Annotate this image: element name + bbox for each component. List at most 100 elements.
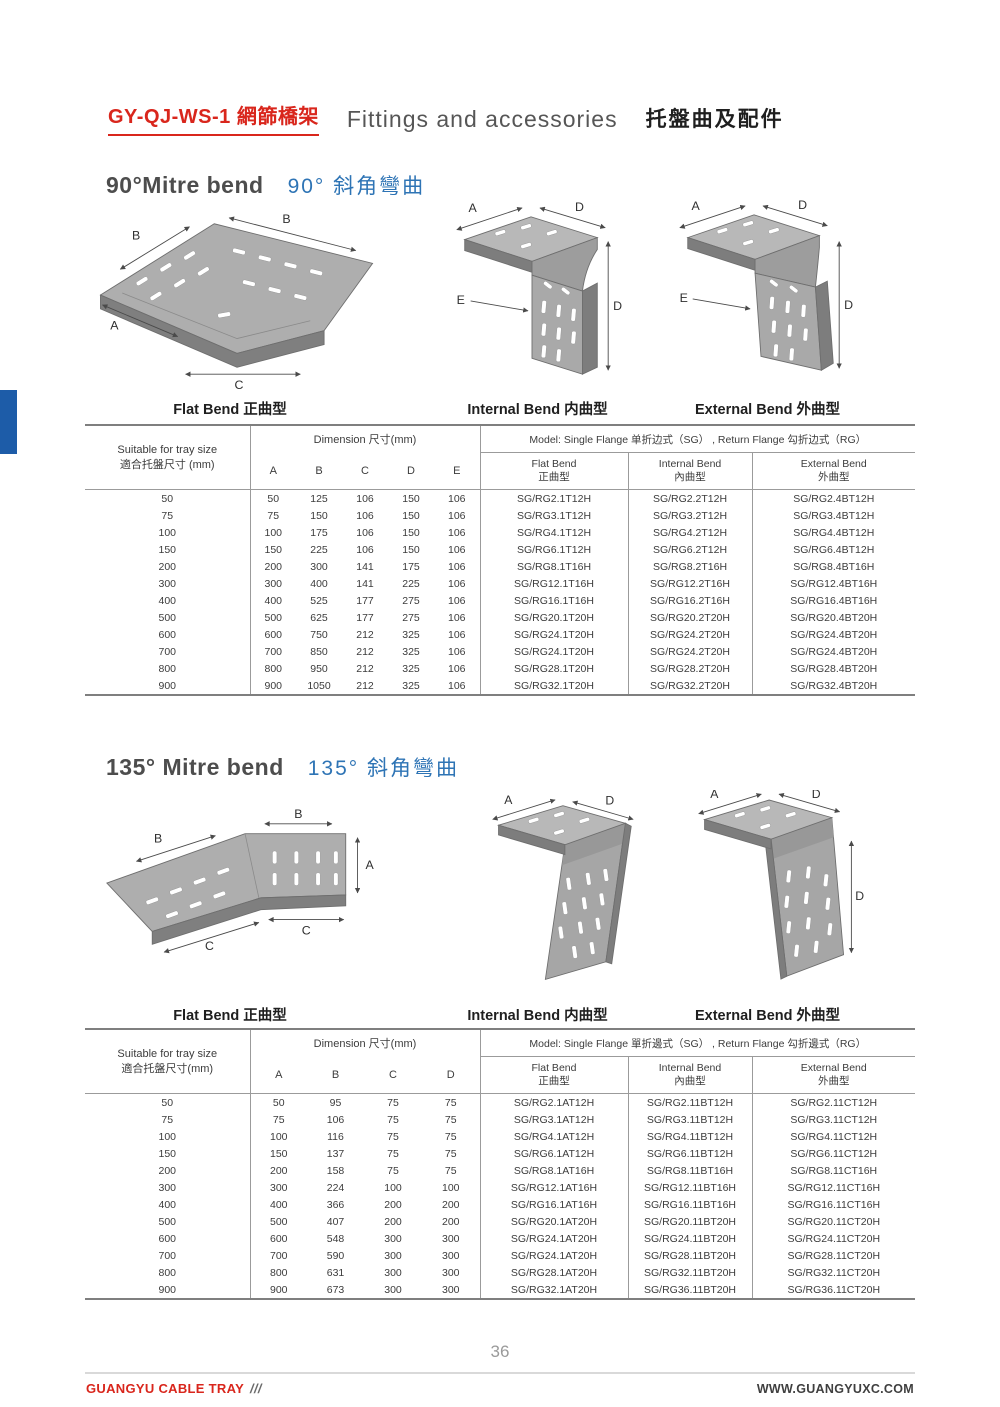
external-bend-model-cell: SG/RG12.11CT16H <box>751 1179 916 1196</box>
dim-d-cell: 325 <box>402 645 420 658</box>
dim-label-d-top: D <box>812 790 821 801</box>
model-col-internal-en: Internal Bend <box>658 458 722 470</box>
dim-a-cell: 50 <box>272 1096 285 1109</box>
dim-b-cell: 590 <box>326 1249 345 1262</box>
dim-b-cell: 548 <box>326 1232 345 1245</box>
table-row: 100 100 116 75 75 SG/RG4.1AT12H SG/RG4.1… <box>85 1128 916 1145</box>
series-code: GY-QJ-WS-1 網篩橋架 <box>108 100 319 136</box>
model-col-external: External Bend 外曲型 <box>751 1056 916 1094</box>
dim-c-cell: 75 <box>387 1164 399 1177</box>
dim-label-b1: B <box>154 832 162 846</box>
dim-d-cell: 200 <box>422 1196 481 1213</box>
dim-d-cell: 300 <box>422 1281 481 1299</box>
table-row: 900 900 1050 212 325 106 SG/RG32.1T20H S… <box>85 677 916 695</box>
perforation-slots <box>716 220 809 362</box>
dim-label-c2: C <box>302 923 311 937</box>
dim-b-cell: 1050 <box>307 679 331 692</box>
dim-b-cell: 750 <box>310 628 328 641</box>
tray-side-wall <box>814 280 834 371</box>
external-bend-model-cell: SG/RG2.11CT12H <box>751 1093 916 1111</box>
external-bend-135-illustration: A D D <box>698 790 864 980</box>
tray-size-header-en: Suitable for tray size <box>117 443 218 456</box>
tray-size-cell: 200 <box>85 558 251 575</box>
dim-e-cell: 106 <box>434 626 481 643</box>
internal-bend-135-illustration: A D <box>492 794 634 980</box>
flat-bend-model-cell: SG/RG6.1T12H <box>516 543 592 556</box>
caption-external-bend-135: External Bend 外曲型 <box>694 1008 841 1024</box>
model-col-internal: Internal Bend 內曲型 <box>627 452 753 490</box>
tray-size-cell: 75 <box>85 507 251 524</box>
table-row: 800 800 631 300 300 SG/RG28.1AT20H SG/RG… <box>85 1264 916 1281</box>
dim-e-cell: 106 <box>434 609 481 626</box>
dim-c-cell: 75 <box>387 1096 399 1109</box>
internal-bend-model-cell: SG/RG3.11BT12H <box>627 1111 752 1128</box>
dim-c-cell: 212 <box>356 662 374 675</box>
perforation-slots <box>734 805 833 958</box>
dim-c-cell: 200 <box>384 1215 402 1228</box>
perforation-slots <box>528 811 609 959</box>
flat-bend-model-cell: SG/RG32.1T20H <box>514 679 594 692</box>
dim-d-cell: 150 <box>402 492 420 505</box>
table-row: 75 75 106 75 75 SG/RG3.1AT12H SG/RG3.11B… <box>85 1111 916 1128</box>
flat-bend-model-cell: SG/RG24.1AT20H <box>510 1232 598 1245</box>
external-bend-model-cell: SG/RG28.4BT20H <box>751 660 916 677</box>
dim-a-cell: 300 <box>264 577 283 590</box>
flat-bend-model-cell: SG/RG24.1T20H <box>514 645 594 658</box>
dim-label-c: C <box>235 378 244 392</box>
spec-table-90-wrap: Suitable for tray size 適合托盤尺寸 (mm) Dimen… <box>85 424 916 696</box>
dim-c-cell: 100 <box>384 1181 402 1194</box>
dim-c-cell: 75 <box>387 1147 399 1160</box>
dim-col-a: A <box>250 1056 307 1094</box>
dimension-line <box>679 204 746 229</box>
tray-size-cell: 800 <box>85 660 251 677</box>
table-row: 600 600 548 300 300 SG/RG24.1AT20H SG/RG… <box>85 1230 916 1247</box>
model-col-flat-zh: 正曲型 <box>538 1075 570 1087</box>
page-title-zh: 托盤曲及配件 <box>645 108 784 131</box>
dim-b-cell: 125 <box>310 492 328 505</box>
external-bend-model-cell: SG/RG12.4BT16H <box>751 575 916 592</box>
dim-b-cell: 137 <box>326 1147 345 1160</box>
dimension-line <box>698 793 762 815</box>
spec-table-135-body: 50 50 95 75 75 SG/RG2.1AT12H SG/RG2.11BT… <box>85 1093 916 1299</box>
dim-e-cell: 106 <box>434 643 481 660</box>
dim-c-cell: 212 <box>356 679 374 692</box>
section-title-en: 135° Mitre bend <box>106 754 284 780</box>
tray-size-cell: 300 <box>85 575 251 592</box>
external-bend-model-cell: SG/RG32.4BT20H <box>751 677 916 695</box>
flat-bend-model-cell: SG/RG12.1AT16H <box>510 1181 598 1194</box>
dim-d-cell: 275 <box>402 611 420 624</box>
dim-a-cell: 600 <box>269 1232 288 1245</box>
flat-bend-model-cell: SG/RG8.1AT16H <box>513 1164 595 1177</box>
dim-b-cell: 158 <box>326 1164 345 1177</box>
external-bend-model-cell: SG/RG3.11CT12H <box>751 1111 916 1128</box>
dim-label-a: A <box>504 794 513 807</box>
flat-bend-model-cell: SG/RG12.1T16H <box>514 577 594 590</box>
tray-size-cell: 300 <box>85 1179 251 1196</box>
tray-side-wall <box>582 282 598 375</box>
dim-d-cell: 75 <box>422 1162 481 1179</box>
external-bend-model-cell: SG/RG8.11CT16H <box>751 1162 916 1179</box>
dim-c-cell: 212 <box>356 645 374 658</box>
table-row: 700 700 850 212 325 106 SG/RG24.1T20H SG… <box>85 643 916 660</box>
table-row: 400 400 525 177 275 106 SG/RG16.1T16H SG… <box>85 592 916 609</box>
footer-brand: GUANGYU CABLE TRAY/// <box>86 1381 262 1396</box>
dimension-line <box>572 800 634 821</box>
dim-label-d: D <box>605 794 614 808</box>
dim-a-cell: 150 <box>264 543 283 556</box>
tray-size-cell: 75 <box>85 1111 251 1128</box>
dim-b-cell: 850 <box>310 645 328 658</box>
internal-bend-model-cell: SG/RG28.11BT20H <box>627 1247 752 1264</box>
internal-bend-model-cell: SG/RG8.11BT16H <box>627 1162 752 1179</box>
dim-e-cell: 106 <box>434 575 481 592</box>
caption-flat-bend-135: Flat Bend 正曲型 <box>173 1008 287 1024</box>
flat-bend-model-cell: SG/RG24.1T20H <box>514 628 594 641</box>
dim-a-cell: 800 <box>269 1266 288 1279</box>
dimension-header: Dimension 尺寸(mm) <box>250 425 481 453</box>
tray-size-cell: 50 <box>85 1093 251 1111</box>
flat-bend-model-cell: SG/RG16.1T16H <box>514 594 594 607</box>
dim-e-cell: 106 <box>434 592 481 609</box>
tray-size-cell: 700 <box>85 1247 251 1264</box>
internal-bend-model-cell: SG/RG16.11BT16H <box>627 1196 752 1213</box>
dim-c-cell: 141 <box>356 560 374 573</box>
dim-col-a: A <box>250 452 296 490</box>
